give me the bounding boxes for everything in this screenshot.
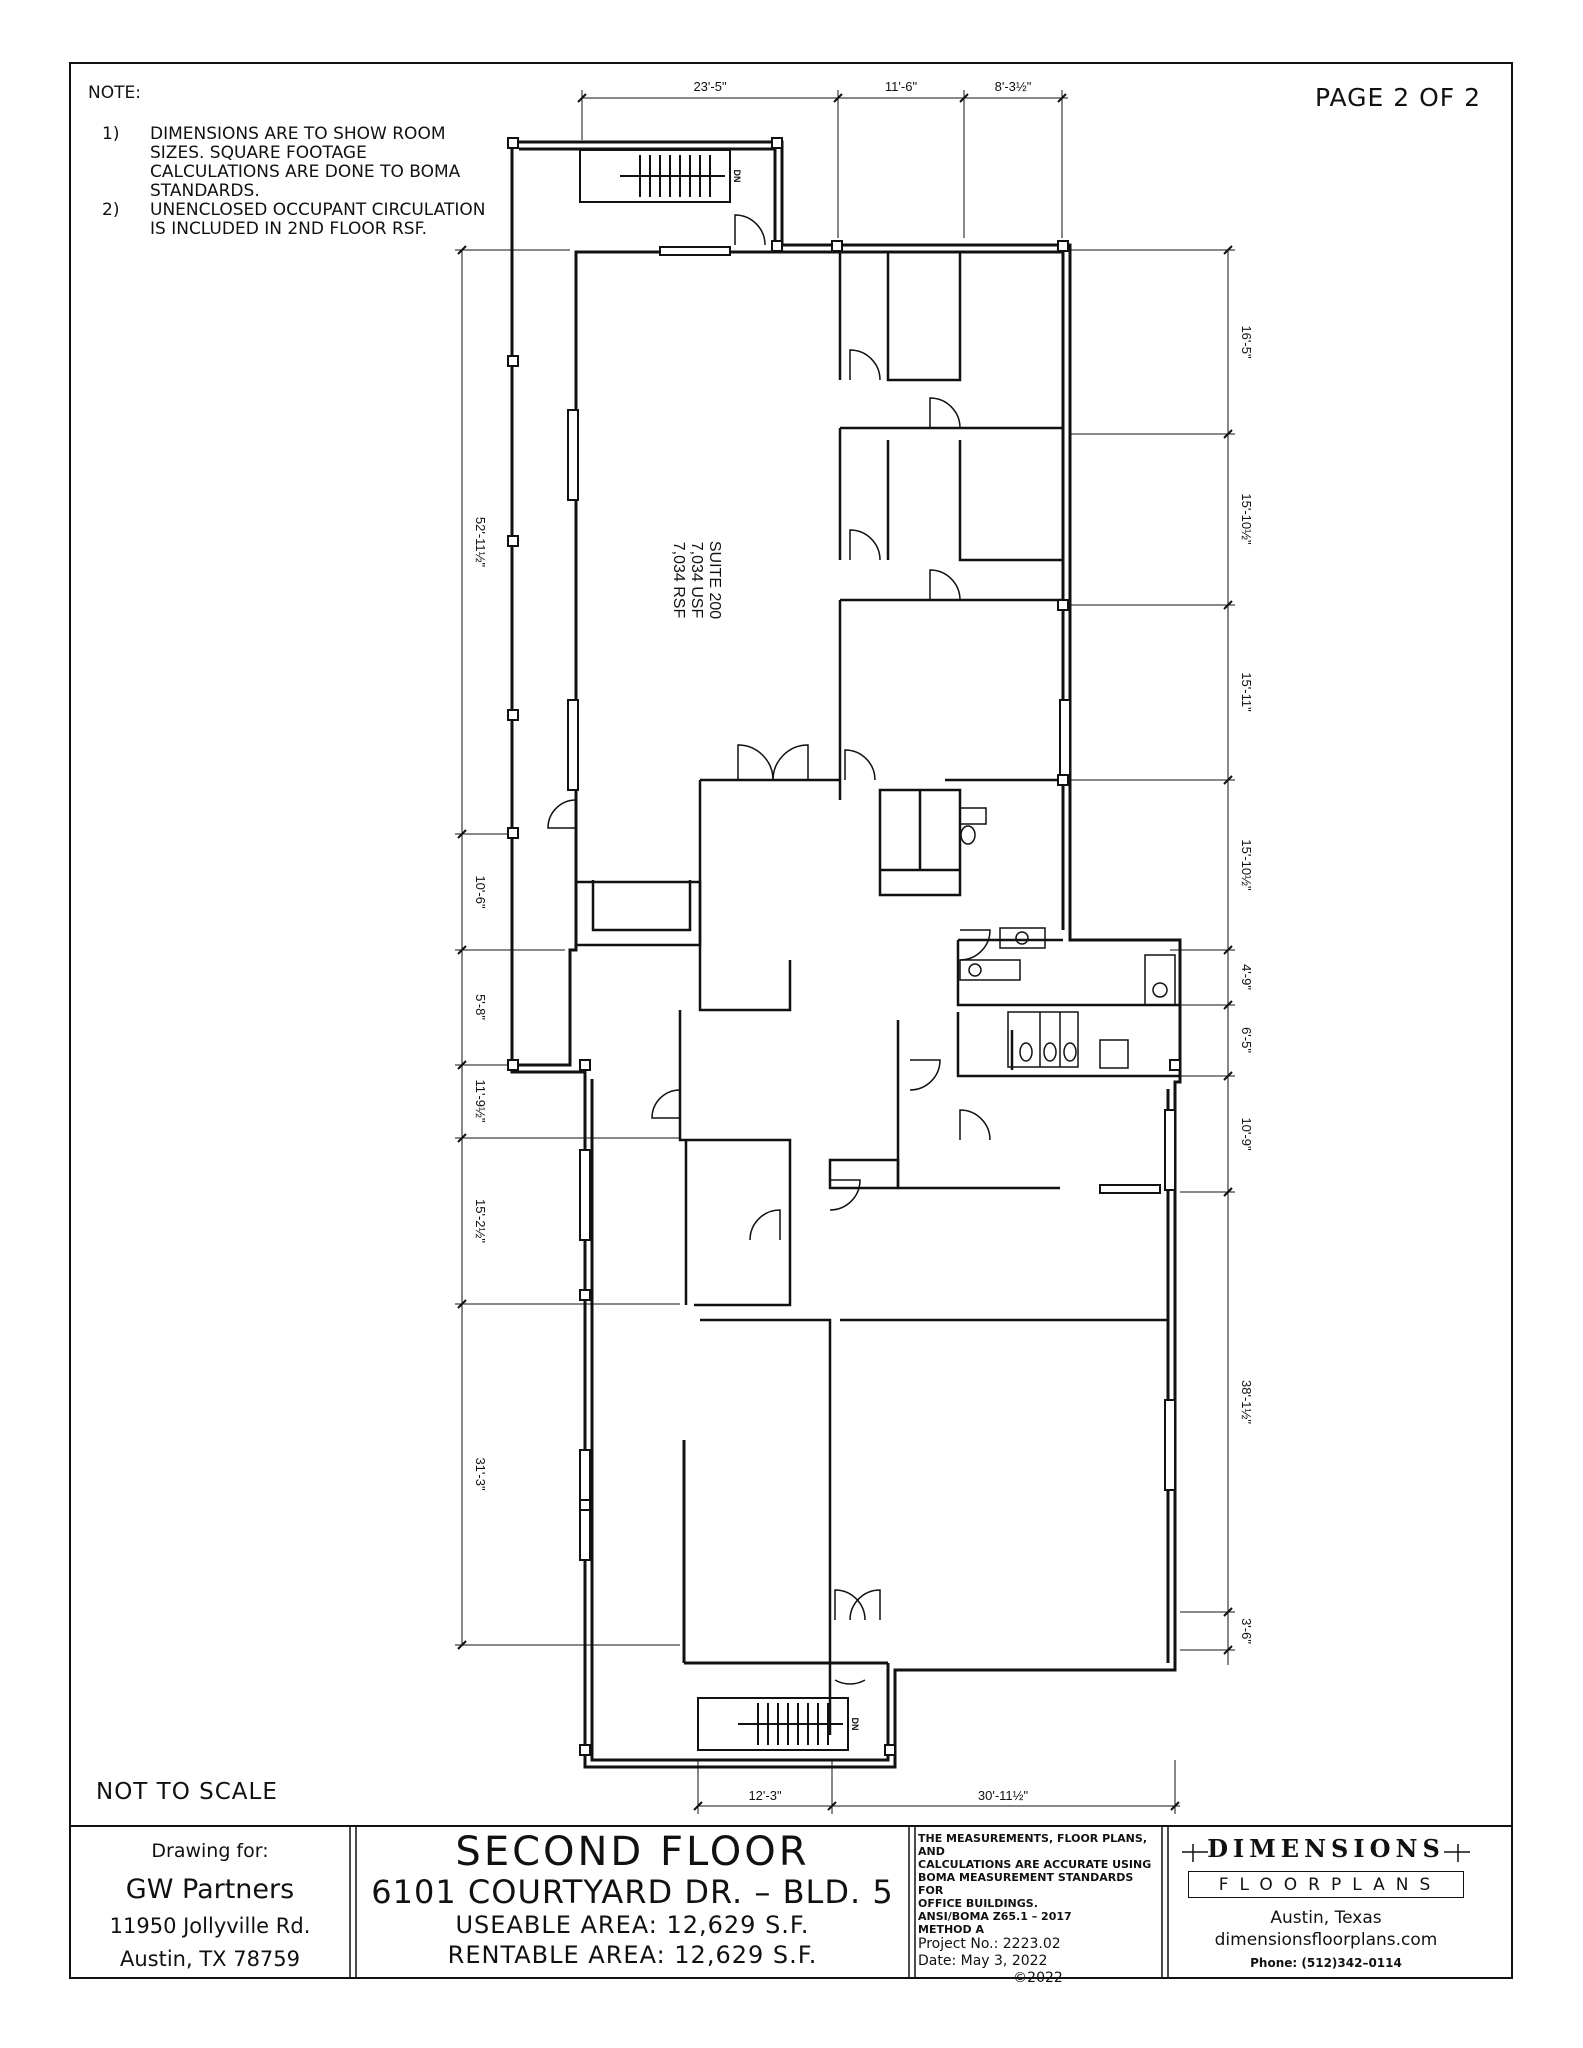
client-name: GW Partners	[125, 1874, 295, 1905]
interior-walls	[575, 252, 1180, 1735]
notes-block: NOTE: 1) DIMENSIONS ARE TO SHOW ROOM SIZ…	[88, 84, 510, 239]
stair-labels: DN DN	[732, 170, 860, 1731]
dim-bottom-1: 12'-3"	[748, 1788, 782, 1803]
note-line: STANDARDS.	[150, 181, 260, 201]
dim-right-7: 10'-9"	[1239, 1117, 1254, 1151]
scale-note: NOT TO SCALE	[96, 1779, 278, 1805]
windows	[567, 246, 1176, 1561]
exterior-walls	[510, 140, 1182, 1769]
note-line: UNENCLOSED OCCUPANT CIRCULATION	[150, 200, 486, 220]
note-line: CALCULATIONS ARE DONE TO BOMA	[150, 162, 461, 182]
note-line: DIMENSIONS ARE TO SHOW ROOM	[150, 124, 446, 144]
project-number: Project No.: 2223.02	[918, 1936, 1061, 1952]
columns	[507, 137, 1181, 1756]
building-address: 6101 COURTYARD DR. – BLD. 5	[371, 1873, 894, 1911]
cert-line: METHOD A	[918, 1923, 984, 1936]
title-block-company: DIMENSIONS FLOORPLANS Austin, Texas dime…	[1170, 1826, 1482, 1978]
page-label: PAGE 2 OF 2	[1315, 83, 1482, 112]
dim-right-3: 15'-11"	[1239, 672, 1254, 712]
title-block-certification: THE MEASUREMENTS, FLOOR PLANS, AND CALCU…	[918, 1826, 1158, 1986]
suite-usf: 7,034 USF	[688, 542, 705, 619]
drawing-for-label: Drawing for:	[151, 1840, 269, 1862]
dim-right-2: 15'-10½"	[1239, 493, 1254, 545]
drawing-date: Date: May 3, 2022	[918, 1953, 1048, 1969]
note-text: UNENCLOSED OCCUPANT CIRCULATION IS INCLU…	[150, 201, 510, 239]
dim-right-8: 38'-1½"	[1239, 1380, 1254, 1424]
dimension-lines	[455, 90, 1235, 1814]
cert-line: OFFICE BUILDINGS.	[918, 1897, 1038, 1910]
company-logo-top: DIMENSIONS	[1207, 1834, 1445, 1863]
company-logo-bottom: FLOORPLANS	[1188, 1871, 1464, 1898]
note-item: 2) UNENCLOSED OCCUPANT CIRCULATION IS IN…	[88, 201, 510, 239]
dim-left-4: 11'-9½"	[473, 1080, 488, 1123]
notes-header: NOTE:	[88, 83, 141, 103]
dim-right-6: 6'-5"	[1239, 1027, 1254, 1053]
restroom-fixtures	[959, 807, 1176, 1069]
suite-label: SUITE 200 7,034 USF 7,034 RSF	[670, 541, 723, 619]
dim-left-3: 5'-8"	[473, 994, 488, 1020]
dim-left-5: 15'-2½"	[473, 1199, 488, 1243]
title-block-client: Drawing for: GW Partners 11950 Jollyvill…	[70, 1826, 350, 1978]
dim-top-1: 23'-5"	[693, 79, 727, 94]
stair-south	[697, 1697, 849, 1751]
client-city: Austin, TX 78759	[119, 1947, 301, 1971]
cert-line: THE MEASUREMENTS, FLOOR PLANS, AND	[918, 1832, 1147, 1858]
title-block-title: SECOND FLOOR 6101 COURTYARD DR. – BLD. 5…	[356, 1826, 909, 1978]
note-number: 2)	[102, 200, 120, 220]
copyright: ©2022	[1013, 1970, 1063, 1986]
suite-rsf: 7,034 RSF	[670, 542, 687, 619]
dim-bottom-2: 30'-11½"	[978, 1788, 1029, 1803]
dim-right-4: 15'-10½"	[1239, 839, 1254, 891]
note-line: SIZES. SQUARE FOOTAGE	[150, 143, 367, 163]
dim-right-1: 16'-5"	[1239, 325, 1254, 359]
rentable-area: RENTABLE AREA: 12,629 S.F.	[447, 1941, 818, 1969]
note-text: DIMENSIONS ARE TO SHOW ROOM SIZES. SQUAR…	[150, 125, 510, 201]
stair-north-label: DN	[732, 170, 742, 183]
client-street: 11950 Jollyville Rd.	[109, 1914, 311, 1938]
sheet-border	[69, 62, 1513, 1979]
stair-north	[579, 149, 731, 203]
dim-right-9: 3'-6"	[1239, 1618, 1254, 1644]
dimension-ticks	[457, 93, 1233, 1811]
dimension-labels: 23'-5" 11'-6" 8'-3½" 12'-3" 30'-11½" 52'…	[473, 79, 1254, 1803]
dim-right-5: 4'-9"	[1239, 964, 1254, 990]
cert-line: BOMA MEASUREMENT STANDARDS FOR	[918, 1871, 1134, 1897]
note-number: 1)	[102, 124, 120, 144]
cert-line: ANSI/BOMA Z65.1 – 2017	[918, 1910, 1072, 1923]
note-line: IS INCLUDED IN 2ND FLOOR RSF.	[150, 219, 428, 239]
cert-line: CALCULATIONS ARE ACCURATE USING	[918, 1858, 1152, 1871]
stair-south-label: DN	[850, 1718, 860, 1731]
dim-left-1: 52'-11½"	[473, 517, 488, 568]
dim-top-2: 11'-6"	[885, 79, 918, 94]
note-item: 1) DIMENSIONS ARE TO SHOW ROOM SIZES. SQ…	[88, 125, 510, 201]
useable-area: USEABLE AREA: 12,629 S.F.	[455, 1911, 810, 1939]
dim-left-6: 31'-3"	[473, 1457, 488, 1491]
logo-ornaments	[1182, 1844, 1470, 1862]
company-website: dimensionsfloorplans.com	[1214, 1930, 1438, 1950]
doors	[547, 214, 991, 1685]
floor-title: SECOND FLOOR	[455, 1829, 810, 1875]
dim-top-3: 8'-3½"	[995, 79, 1032, 94]
dim-left-2: 10'-6"	[473, 875, 488, 909]
company-phone: Phone: (512)342–0114	[1250, 1956, 1402, 1970]
company-city: Austin, Texas	[1270, 1908, 1382, 1928]
suite-name: SUITE 200	[706, 541, 723, 619]
